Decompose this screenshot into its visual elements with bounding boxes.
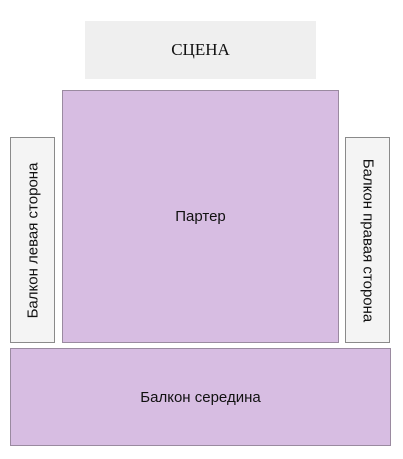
section-balcony-middle[interactable]: Балкон середина [10,348,391,446]
section-parter-label: Партер [175,208,226,225]
section-balcony-right-label: Балкон правая сторона [359,158,376,322]
section-balcony-left-label: Балкон левая сторона [24,162,42,318]
section-balcony-left[interactable]: Балкон левая сторона [10,137,55,343]
section-parter[interactable]: Партер [62,90,339,343]
section-balcony-right[interactable]: Балкон правая сторона [345,137,390,343]
stage-area: СЦЕНА [85,21,316,79]
section-balcony-middle-label: Балкон середина [140,388,261,406]
stage-label: СЦЕНА [171,40,230,59]
